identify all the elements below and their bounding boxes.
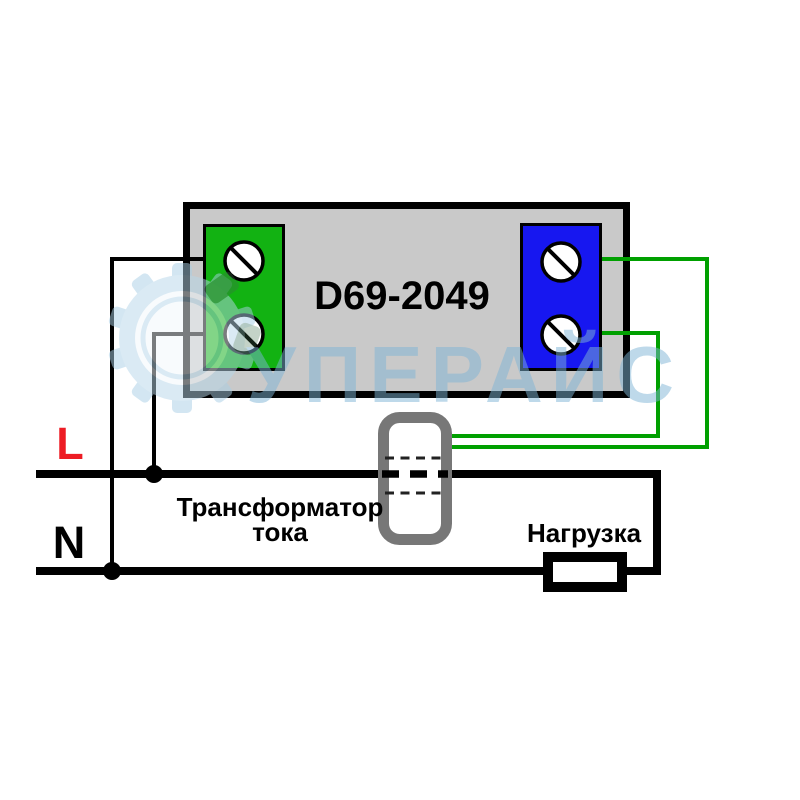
neutral-tap-wire	[110, 257, 203, 571]
load-resistor	[543, 552, 627, 592]
neutral-label: N	[53, 517, 86, 568]
transformer-label-line1: Трансформатор	[177, 492, 384, 522]
live-line	[36, 470, 661, 575]
leaf-accent-icon	[204, 271, 239, 304]
screw-terminal-green-top	[223, 240, 265, 282]
ct-secondary-wire-inner	[452, 331, 660, 438]
device-model-label: D69-2049	[314, 274, 490, 318]
gear-icon	[108, 263, 256, 413]
gear-ring	[140, 296, 224, 380]
load-label: Нагрузка	[527, 518, 642, 548]
ct-secondary-wire-outer	[452, 257, 709, 449]
screw-slot	[546, 320, 576, 350]
leaf-accent-icon	[233, 322, 261, 356]
junction-dot-neutral	[103, 562, 121, 580]
screw-terminal-blue-bottom	[540, 314, 582, 356]
junction-dot-live	[145, 465, 163, 483]
transformer-label-line2: тока	[252, 517, 308, 547]
screw-slot	[546, 247, 576, 277]
watermark-text: УПЕРАЙС	[246, 329, 682, 419]
gear-disc-inner	[135, 291, 229, 385]
screw-terminal-blue-top	[540, 241, 582, 283]
screw-slot	[229, 246, 259, 276]
watermark: УПЕРАЙС	[108, 263, 682, 419]
current-transformer	[378, 412, 452, 545]
live-label: L	[56, 418, 84, 469]
